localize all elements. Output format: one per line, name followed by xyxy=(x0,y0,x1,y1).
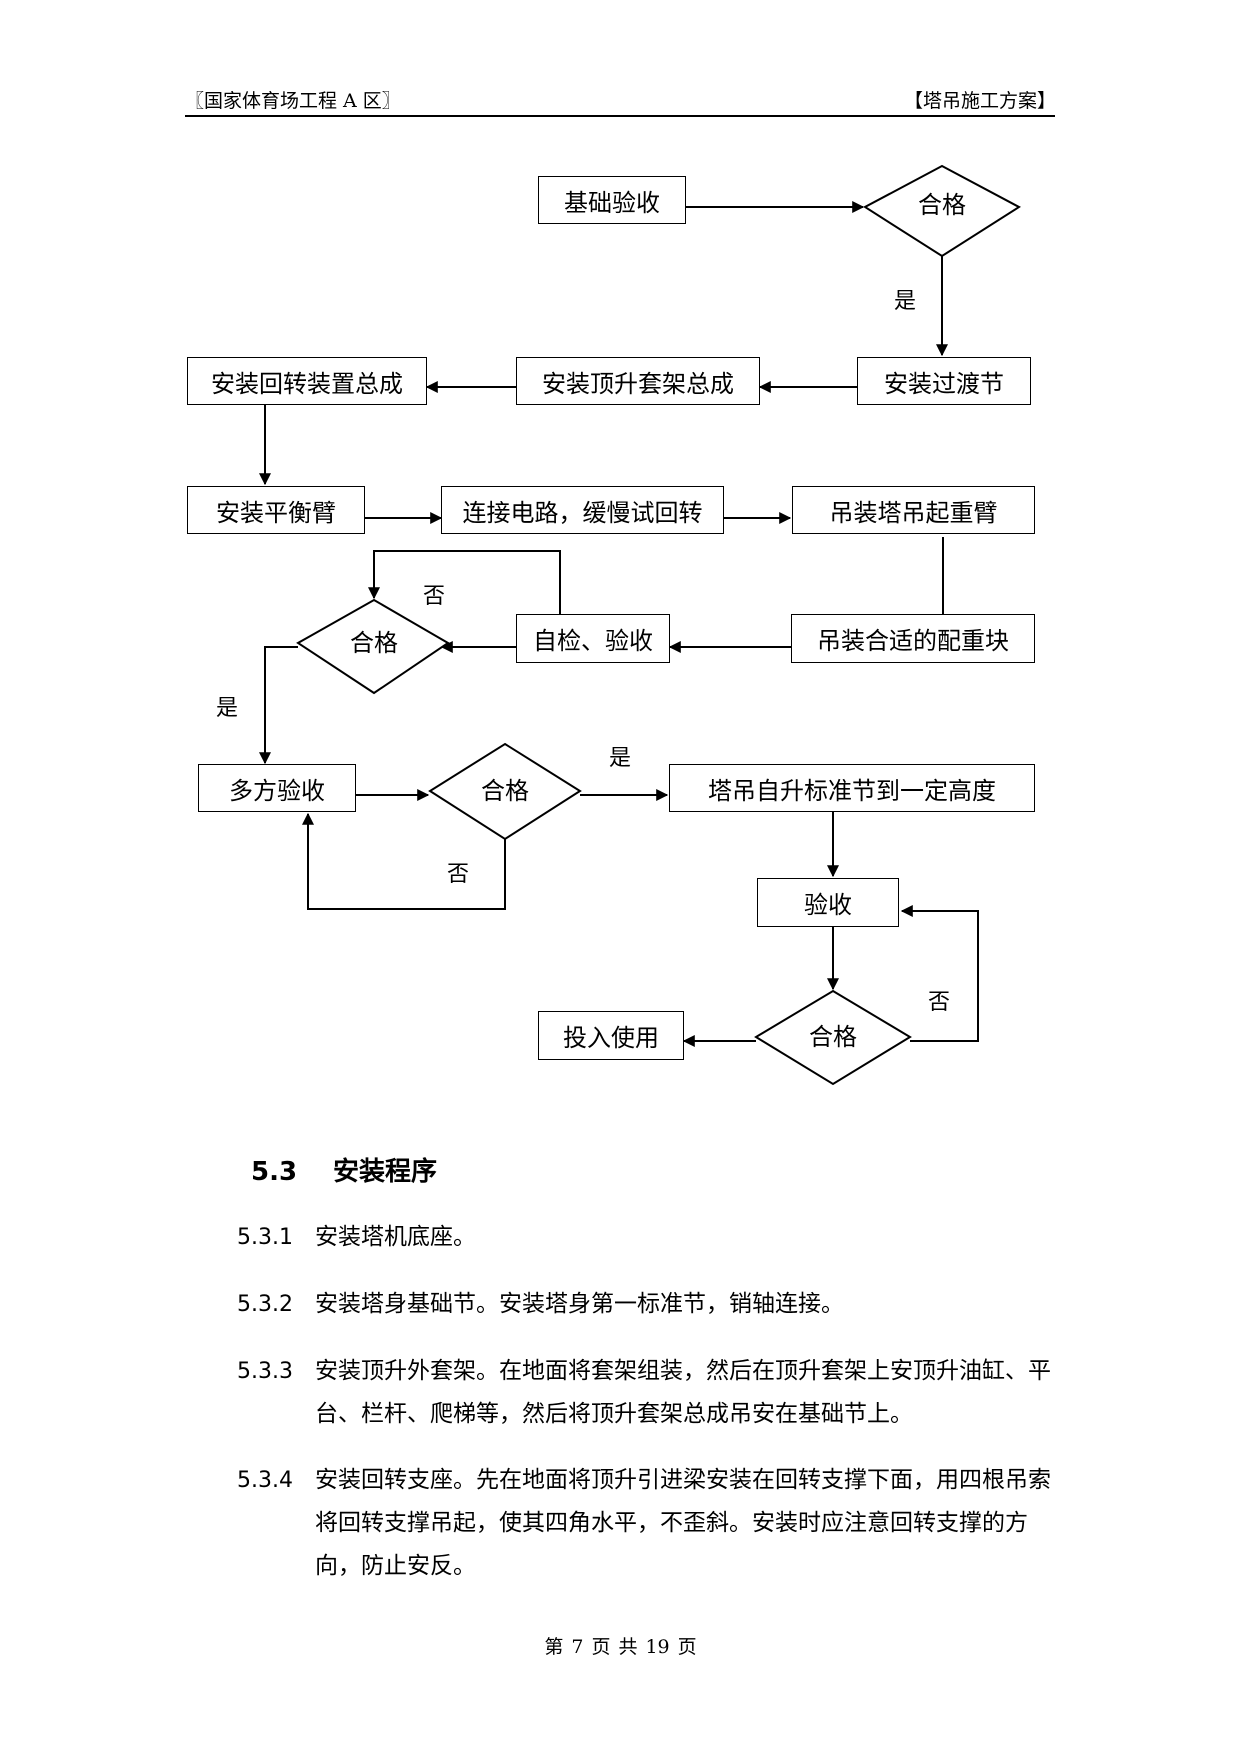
box-wiring-trial: 连接电路，缓慢试回转 xyxy=(441,486,724,534)
header-left: 〖国家体育场工程 A 区〗 xyxy=(185,90,401,112)
box-self-raise: 塔吊自升标准节到一定高度 xyxy=(669,764,1035,812)
paragraph-number: 5.3.4 xyxy=(237,1468,293,1493)
box-foundation-acceptance: 基础验收 xyxy=(538,176,686,224)
decision-4-diamond xyxy=(754,989,912,1086)
box-install-counter-jib: 安装平衡臂 xyxy=(187,486,365,534)
paragraph-number: 5.3.3 xyxy=(237,1359,293,1384)
decision-4-text: 合格 xyxy=(809,1023,857,1051)
footer-total-pages: 19 xyxy=(645,1636,670,1658)
arrow-d4-no-loop xyxy=(900,905,979,1042)
box-install-jacking-frame: 安装顶升套架总成 xyxy=(516,357,760,405)
label-yes-1: 是 xyxy=(894,289,917,314)
box-install-transition: 安装过渡节 xyxy=(857,357,1031,405)
box-acceptance: 验收 xyxy=(757,878,899,927)
section-number: 5.3 xyxy=(251,1157,298,1187)
header-rule xyxy=(185,115,1055,117)
paragraph-5-3-3: 5.3.3 安装顶升外套架。在地面将套架组装，然后在顶升套架上安顶升油缸、平台、… xyxy=(237,1350,1067,1436)
decision-3-text: 合格 xyxy=(481,777,529,805)
arrow-d2-yes-to-multi xyxy=(259,646,298,765)
label-yes-3: 是 xyxy=(609,746,632,771)
label-yes-2: 是 xyxy=(216,696,239,721)
decision-1-text: 合格 xyxy=(918,191,966,219)
footer-total-prefix: 共 xyxy=(618,1636,638,1658)
header-right: 【塔吊施工方案】 xyxy=(903,90,1056,112)
box-self-check: 自检、验收 xyxy=(516,614,670,663)
paragraph-5-3-2: 5.3.2 安装塔身基础节。安装塔身第一标准节，销轴连接。 xyxy=(237,1283,1067,1326)
footer-page-number: 7 xyxy=(571,1636,584,1658)
decision-2-diamond xyxy=(296,598,450,695)
paragraph-text: 安装塔机底座。 xyxy=(315,1224,476,1250)
label-no-3: 否 xyxy=(447,862,470,887)
section-heading: 5.3 安装程序 xyxy=(251,1151,437,1188)
decision-2-text: 合格 xyxy=(350,629,398,657)
paragraph-text: 安装回转支座。先在地面将顶升引进梁安装在回转支撑下面，用四根吊索将回转支撑吊起，… xyxy=(315,1467,1051,1579)
box-install-slewing: 安装回转装置总成 xyxy=(187,357,427,405)
box-put-in-use: 投入使用 xyxy=(538,1011,684,1060)
label-no-1: 否 xyxy=(423,584,446,609)
footer-prefix: 第 xyxy=(544,1636,564,1658)
paragraph-text: 安装塔身基础节。安装塔身第一标准节，销轴连接。 xyxy=(315,1291,844,1317)
paragraph-number: 5.3.1 xyxy=(237,1225,293,1250)
label-no-4: 否 xyxy=(928,990,951,1015)
paragraph-5-3-4: 5.3.4 安装回转支座。先在地面将顶升引进梁安装在回转支撑下面，用四根吊索将回… xyxy=(237,1459,1067,1588)
footer-total-unit: 页 xyxy=(677,1636,697,1658)
section-title: 安装程序 xyxy=(333,1157,438,1187)
box-hoist-jib: 吊装塔吊起重臂 xyxy=(792,486,1035,534)
paragraph-5-3-1: 5.3.1 安装塔机底座。 xyxy=(237,1216,1067,1259)
paragraph-text: 安装顶升外套架。在地面将套架组装，然后在顶升套架上安顶升油缸、平台、栏杆、爬梯等… xyxy=(315,1358,1051,1427)
arrow-d3-no-loop xyxy=(302,812,506,910)
arrow-no-loop-d2 xyxy=(368,550,561,628)
box-counterweight: 吊装合适的配重块 xyxy=(791,614,1035,663)
box-multi-acceptance: 多方验收 xyxy=(198,764,356,812)
footer-page-unit: 页 xyxy=(591,1636,611,1658)
paragraph-number: 5.3.2 xyxy=(237,1292,293,1317)
